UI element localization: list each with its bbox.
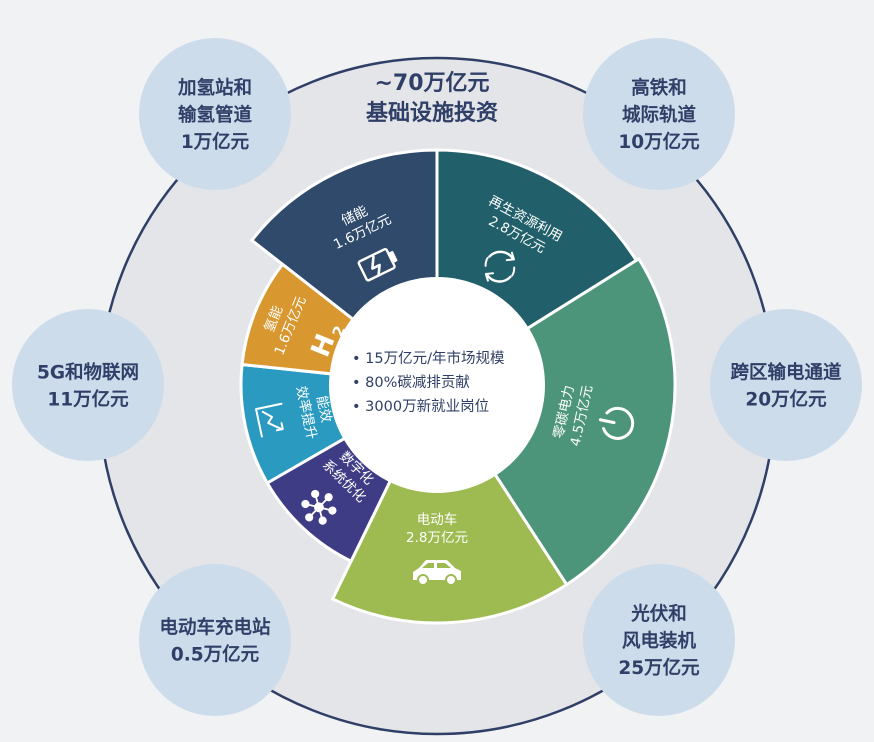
bubble-rail-line-2: 10万亿元 (618, 131, 700, 153)
bubble-hydrogen-stations-line-1: 输氢管道 (178, 104, 253, 126)
bubble-hydrogen-stations-circle (139, 38, 291, 190)
center-bullet-carbon: • 80%碳减排贡献 (352, 374, 470, 391)
bubble-pv-wind-line-2: 25万亿元 (618, 657, 700, 679)
segment-storage: 储能1.6万亿元 (249, 148, 439, 322)
center-circle (329, 277, 545, 493)
bubble-rail-line-1: 城际轨道 (622, 104, 697, 126)
bubble-rail-circle (583, 38, 735, 190)
power-button-icon (598, 406, 635, 440)
bubble-transmission-line-1: 20万亿元 (745, 389, 827, 411)
bubble-transmission-line-0: 跨区输电通道 (730, 362, 842, 384)
segment-ev-label: 电动车 2.8万亿元 (406, 511, 468, 586)
battery-charging-icon (357, 248, 398, 282)
bubble-ev-charging-circle (139, 564, 291, 716)
network-nodes-icon (301, 489, 337, 525)
segment-ev: 电动车 2.8万亿元 (330, 471, 569, 625)
car-icon (413, 560, 461, 586)
bubble-5g-iot: 5G和物联网 11万亿元 (12, 309, 164, 461)
bubble-pv-wind-line-1: 风电装机 (622, 630, 697, 652)
growth-chart-icon (255, 402, 284, 438)
center-bullet-market: • 15万亿元/年市场规模 (352, 350, 505, 367)
bubble-ev-charging-line-0: 电动车充电站 (159, 617, 271, 639)
center-bullet-jobs: • 3000万新就业岗位 (352, 398, 489, 415)
bubble-ev-charging: 电动车充电站 0.5万亿元 (139, 564, 291, 716)
bubble-5g-iot-line-1: 11万亿元 (47, 389, 129, 411)
bubble-pv-wind-line-0: 光伏和 (630, 603, 687, 625)
bubble-hydrogen-stations-line-0: 加氢站和 (177, 77, 252, 99)
bubble-transmission-circle (710, 309, 862, 461)
segment-ev-name: 电动车 (417, 511, 458, 528)
bubble-pv-wind-circle (583, 564, 735, 716)
center-bullets: • 15万亿元/年市场规模 • 80%碳减排贡献 • 3000万新就业岗位 (352, 350, 505, 415)
title-line2: 基础设施投资 (366, 100, 498, 126)
bubble-5g-iot-circle (12, 309, 164, 461)
bubble-ev-charging-line-1: 0.5万亿元 (171, 644, 260, 666)
bubble-5g-iot-line-0: 5G和物联网 (37, 362, 139, 384)
bubble-hydrogen-stations-line-2: 1万亿元 (181, 131, 250, 153)
donut-segments: 储能1.6万亿元再生资源利用2.8万亿元零碳电力4.5万亿元电动车2.8万亿元数… (239, 148, 677, 625)
segment-ev-value: 2.8万亿元 (406, 530, 468, 546)
segment-efficiency-name: 能效 (313, 394, 334, 424)
bubble-rail-line-0: 高铁和 (631, 77, 687, 99)
title-line1: ~70万亿元 (374, 71, 489, 96)
bubble-transmission: 跨区输电通道 20万亿元 (710, 309, 862, 461)
recycle-arrows-icon (484, 250, 516, 283)
